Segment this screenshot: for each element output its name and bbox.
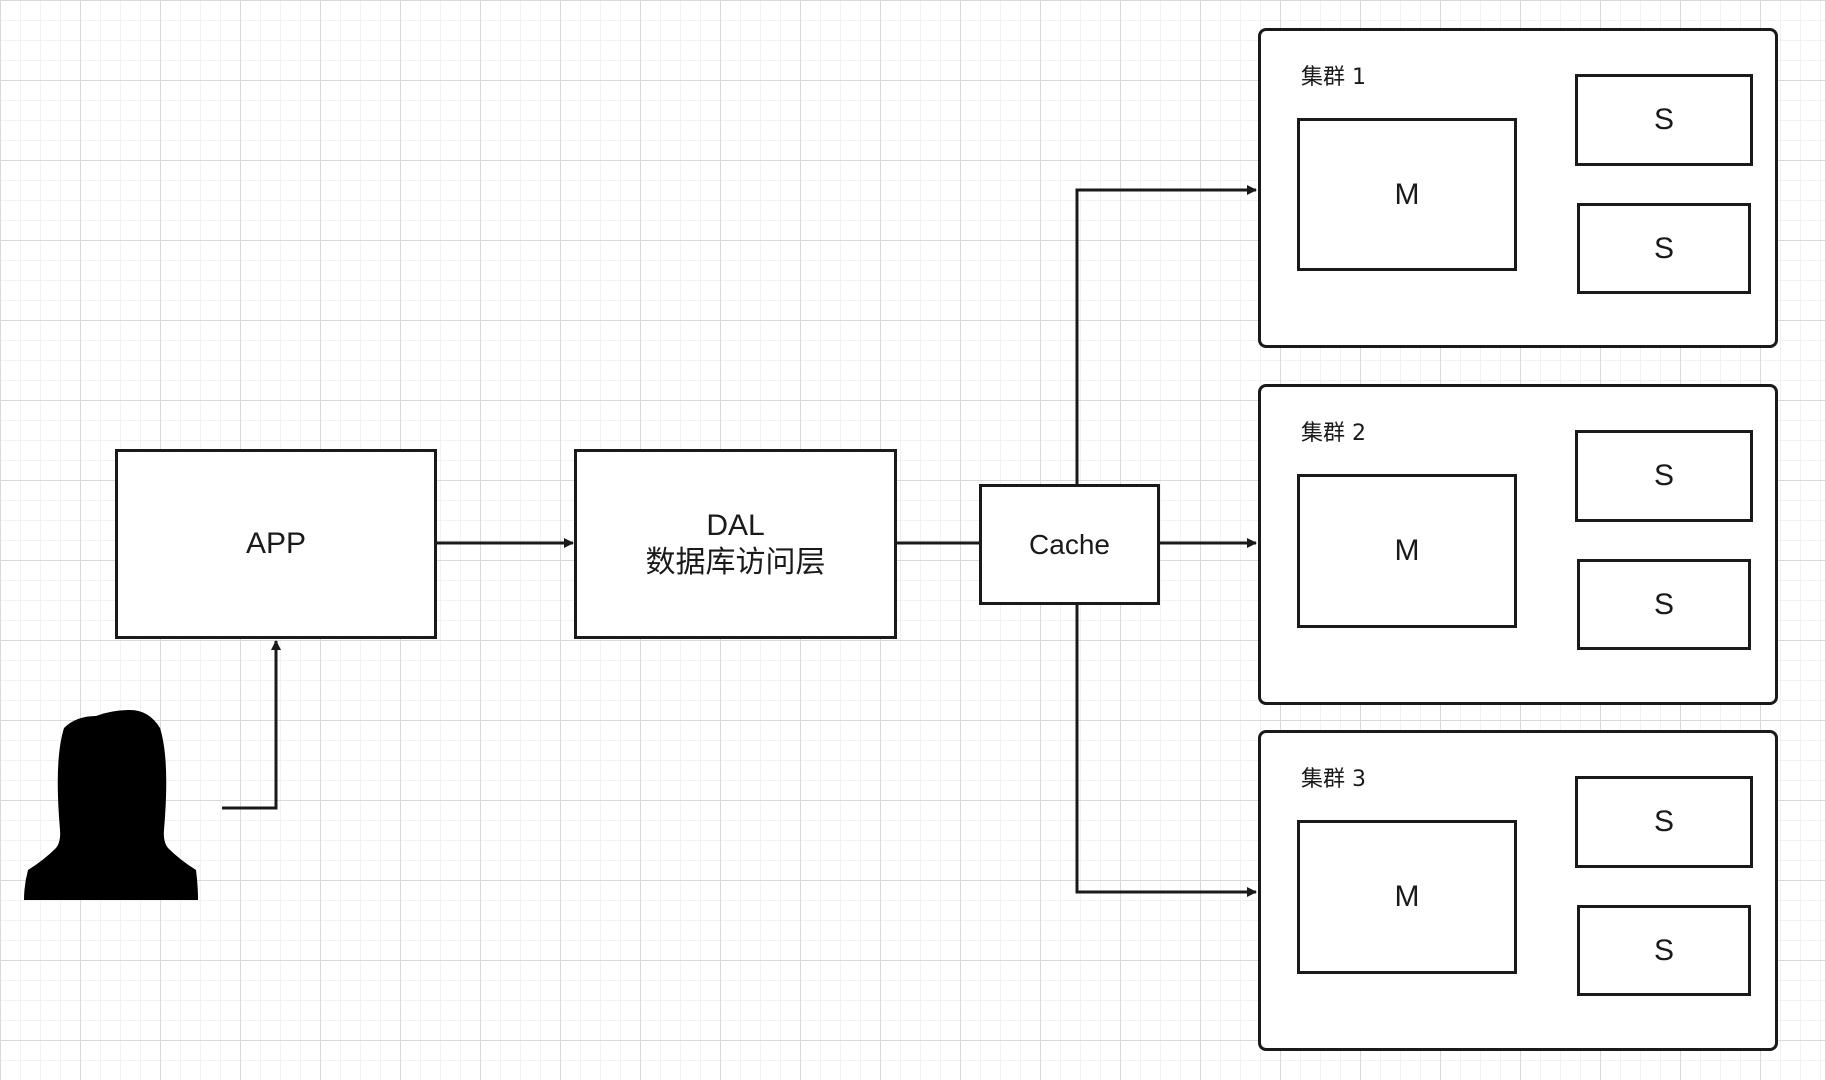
cluster-3-master-label: M [1394,880,1420,913]
cluster-1-label: 集群 1 [1301,65,1366,90]
cluster-3-slave-1-label: S [1653,805,1674,838]
user-to-app-arrow [222,640,281,810]
cluster-1-master-label: M [1394,177,1420,211]
cluster-2-master-label: M [1394,534,1420,567]
dal-node[interactable]: DAL 数据库访问层 [574,449,897,639]
cluster-2-slave-2-label: S [1653,587,1674,621]
dal-label: DAL 数据库访问层 [645,508,826,580]
cluster-2-master[interactable]: M [1297,474,1517,628]
app-node[interactable]: APP [115,449,437,639]
cluster-3-slave-1[interactable]: S [1575,776,1753,868]
cache-to-cluster-3-arrow [1075,604,1257,897]
cluster-2-label: 集群 2 [1301,421,1366,446]
cluster-2-slave-2[interactable]: S [1577,559,1751,650]
cluster-1-master[interactable]: M [1297,118,1517,271]
cache-node[interactable]: Cache [979,484,1160,605]
app-label: APP [245,527,307,561]
cache-to-cluster-1-arrow [1075,185,1257,484]
cluster-3-slave-2-label: S [1653,933,1674,967]
cluster-3-master[interactable]: M [1297,820,1517,974]
cluster-3-slave-2[interactable]: S [1577,905,1751,996]
user-silhouette-icon [24,710,198,900]
cluster-2-slave-1[interactable]: S [1575,430,1753,522]
cluster-1-slave-1-label: S [1653,103,1674,136]
cache-label: Cache [1029,529,1110,560]
cluster-1-slave-2-label: S [1653,231,1674,265]
cluster-2-slave-1-label: S [1653,459,1674,492]
cluster-1-slave-1[interactable]: S [1575,74,1753,166]
cluster-1-slave-2[interactable]: S [1577,203,1751,294]
cluster-3-label: 集群 3 [1301,767,1366,792]
